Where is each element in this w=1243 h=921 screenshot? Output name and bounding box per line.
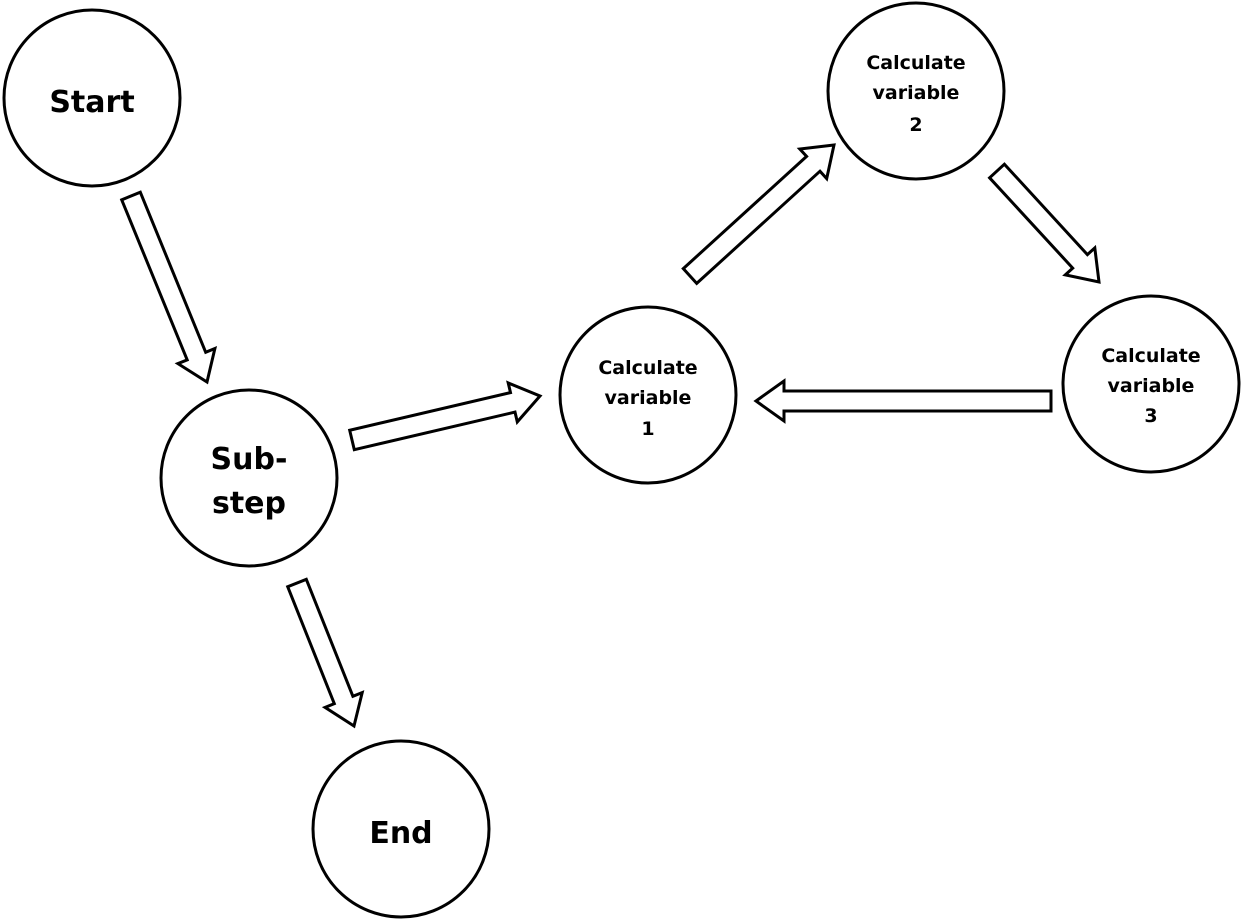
node-calc1-label-line3: 1	[641, 418, 654, 440]
node-calc2-label-line3: 2	[909, 114, 922, 136]
arrow-substep-to-calc1	[347, 380, 543, 452]
node-calc1-label-line2: variable	[605, 387, 692, 409]
node-calc2-label-line2: variable	[873, 82, 960, 104]
node-calc3-label-line3: 3	[1144, 405, 1157, 427]
node-end: End	[311, 739, 491, 919]
node-calc3: Calculate variable 3	[1061, 294, 1241, 474]
arrows	[119, 143, 1101, 729]
node-end-circle	[311, 739, 491, 919]
node-calc1-circle	[558, 305, 738, 485]
node-substep: Sub- step	[159, 388, 339, 568]
node-calc1: Calculate variable 1	[558, 305, 738, 485]
arrow-calc1-to-calc2	[681, 143, 836, 286]
node-calc3-circle	[1061, 294, 1241, 474]
node-calc3-label-line1: Calculate	[1101, 345, 1200, 367]
node-substep-circle	[159, 388, 339, 568]
arrow-start-to-substep	[119, 190, 218, 385]
arrow-calc3-to-calc1	[753, 378, 1053, 424]
arrow-calc2-to-calc3	[987, 162, 1101, 284]
node-start: Start	[2, 8, 182, 188]
arrow-substep-to-end	[285, 577, 365, 729]
node-start-label: Start	[49, 85, 134, 120]
node-end-label: End	[369, 816, 432, 851]
node-calc2-circle	[826, 1, 1006, 181]
node-calc1-label-line1: Calculate	[598, 357, 697, 379]
node-substep-label-line2: step	[212, 486, 286, 521]
node-substep-label-line1: Sub-	[211, 442, 288, 477]
node-start-circle	[2, 8, 182, 188]
node-calc2-label-line1: Calculate	[866, 52, 965, 74]
node-calc2: Calculate variable 2	[826, 1, 1006, 181]
node-calc3-label-line2: variable	[1108, 375, 1195, 397]
